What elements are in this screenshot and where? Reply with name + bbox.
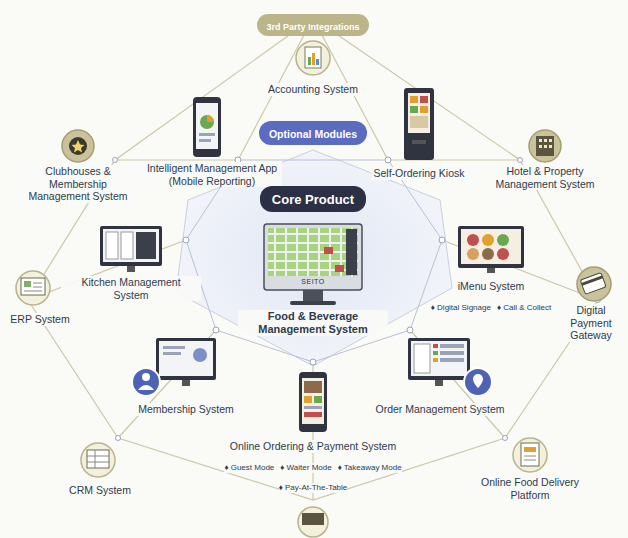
node-title: Digital Payment Gateway xyxy=(557,304,625,342)
feature-bullet: ♦ Pay-At-The-Table xyxy=(279,483,348,493)
integration-label: Hotel & Property Management System xyxy=(490,165,600,192)
node-title: Online Ordering & Payment System xyxy=(228,440,398,453)
integration-web xyxy=(28,18,598,500)
feature-bullet: ♦ Call & Collect xyxy=(497,303,551,313)
feature-list: ♦ Digital Signage ♦ Call & Collect xyxy=(426,295,556,315)
order-monitor-icon xyxy=(408,338,492,396)
integration-label: ERP System xyxy=(3,309,77,327)
integration-label: Digital Payment Gateway xyxy=(557,304,625,343)
module-label: Online Ordering & Payment System ♦ Guest … xyxy=(213,436,413,495)
brand-label: SEITO xyxy=(301,278,324,285)
node-title: Core Product xyxy=(272,192,354,208)
feature-bullet: ♦ Takeaway Mode xyxy=(338,463,402,473)
delivery-platform-icon xyxy=(513,438,547,472)
node-title: Clubhouses & Membership Management Syste… xyxy=(16,165,140,203)
node-title: ERP System xyxy=(8,313,71,326)
node-title: Optional Modules xyxy=(269,128,357,141)
hotel-icon xyxy=(529,130,561,162)
core-pos-monitor xyxy=(264,224,362,305)
integration-label: Online Food Delivery Platform xyxy=(460,476,600,503)
integration-label: CRM System xyxy=(58,480,142,498)
module-label: Kitchen Management System xyxy=(61,276,201,303)
imenu-monitor-icon xyxy=(458,226,524,273)
module-label: iMenu System ♦ Digital Signage ♦ Call & Co… xyxy=(426,276,556,315)
node-title: Kitchen Management System xyxy=(61,276,201,301)
node-title: 3rd Party Integrations xyxy=(266,22,359,33)
membership-monitor-icon xyxy=(132,338,216,396)
module-label: Order Management System xyxy=(370,399,510,417)
feature-bullet: ♦ Digital Signage xyxy=(431,303,491,313)
kitchen-monitor-icon xyxy=(100,226,162,272)
kiosk-icon xyxy=(404,88,434,160)
module-label: Intelligent Management App (Mobile Repor… xyxy=(142,162,282,189)
node-title: Hotel & Property Management System xyxy=(490,165,600,190)
mobile-app-icon xyxy=(193,97,221,157)
integrations-pill: 3rd Party Integrations xyxy=(257,14,368,36)
node-title: Order Management System xyxy=(374,403,507,416)
feature-bullet: ♦ Waiter Mode xyxy=(280,463,331,473)
node-title: Accounting System xyxy=(266,83,360,96)
integration-label: Clubhouses & Membership Management Syste… xyxy=(16,165,140,204)
erp-icon xyxy=(16,271,50,305)
module-label: Self-Ordering Kiosk xyxy=(359,163,479,181)
integration-label: Accounting System xyxy=(253,79,373,97)
node-title: Intelligent Management App (Mobile Repor… xyxy=(142,162,282,187)
module-web xyxy=(186,160,442,362)
node-title: iMenu System xyxy=(456,280,527,293)
node-title: Self-Ordering Kiosk xyxy=(371,167,466,180)
node-title: Food & Beverage Management System xyxy=(238,310,388,336)
core-pill: Core Product xyxy=(260,186,366,212)
feature-bullet: ♦ Guest Mode xyxy=(224,463,274,473)
module-label: Membership System xyxy=(126,399,246,417)
crm-icon xyxy=(81,443,115,477)
payment-gateway-icon xyxy=(577,267,611,301)
modules-pill: Optional Modules xyxy=(259,121,367,145)
bottom-integration-icon xyxy=(298,507,328,537)
online-ordering-phone-icon xyxy=(299,372,327,432)
clubhouse-icon xyxy=(62,130,94,162)
node-title: Membership System xyxy=(136,403,236,416)
node-title: Online Food Delivery Platform xyxy=(460,476,600,501)
feature-list: ♦ Guest Mode ♦ Waiter Mode ♦ Takeaway Mode… xyxy=(213,455,413,495)
accounting-icon xyxy=(296,41,330,75)
core-label: Food & Beverage Management System xyxy=(238,310,388,337)
node-title: CRM System xyxy=(67,484,133,497)
